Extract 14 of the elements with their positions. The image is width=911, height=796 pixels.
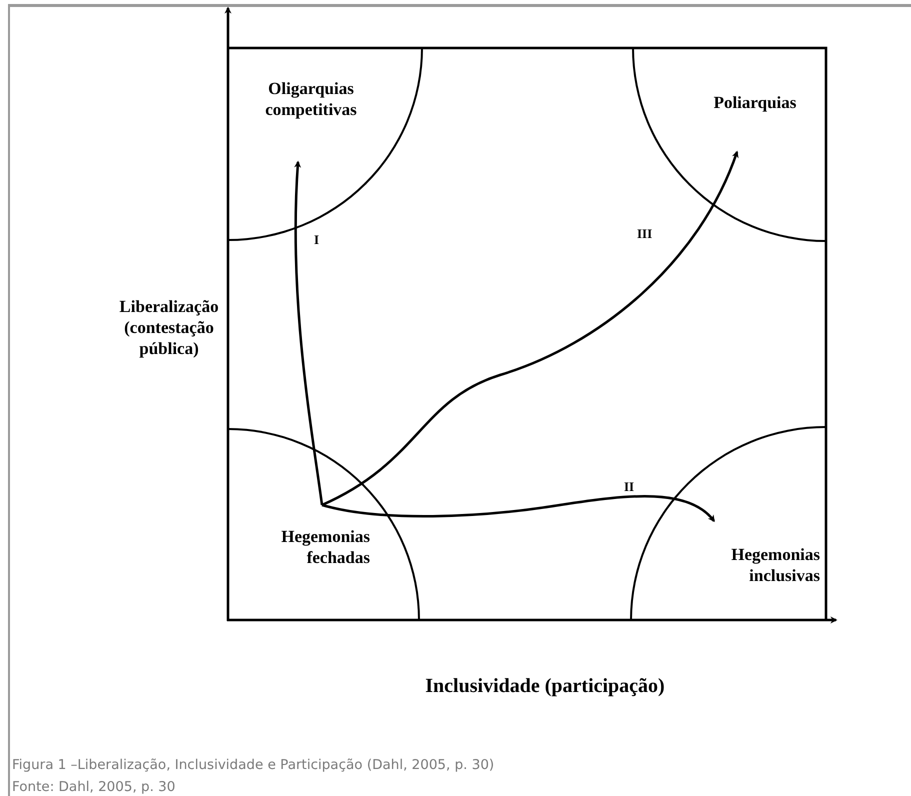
edge-label: III <box>636 227 654 241</box>
region-label: Hegemonias fechadas <box>280 526 370 568</box>
region-label: Oligarquias competitivas <box>264 78 358 120</box>
figure-caption: Figura 1 –Liberalização, Inclusividade e Participação (Dahl, 2005, p. 30) <box>12 756 494 774</box>
region-label: Hegemonias inclusivas <box>730 544 820 586</box>
arrow <box>322 495 715 522</box>
quadrant-region <box>228 428 420 620</box>
edge-label: I <box>313 233 320 247</box>
source-note: Fonte: Dahl, 2005, p. 30 <box>12 778 176 796</box>
arrow <box>321 150 738 506</box>
region-label: Poliarquias <box>712 92 798 113</box>
axis-label: Liberalização (contestação pública) <box>118 296 220 359</box>
edge-label: II <box>623 480 636 494</box>
axis-label: Inclusividade (participação) <box>424 674 666 699</box>
